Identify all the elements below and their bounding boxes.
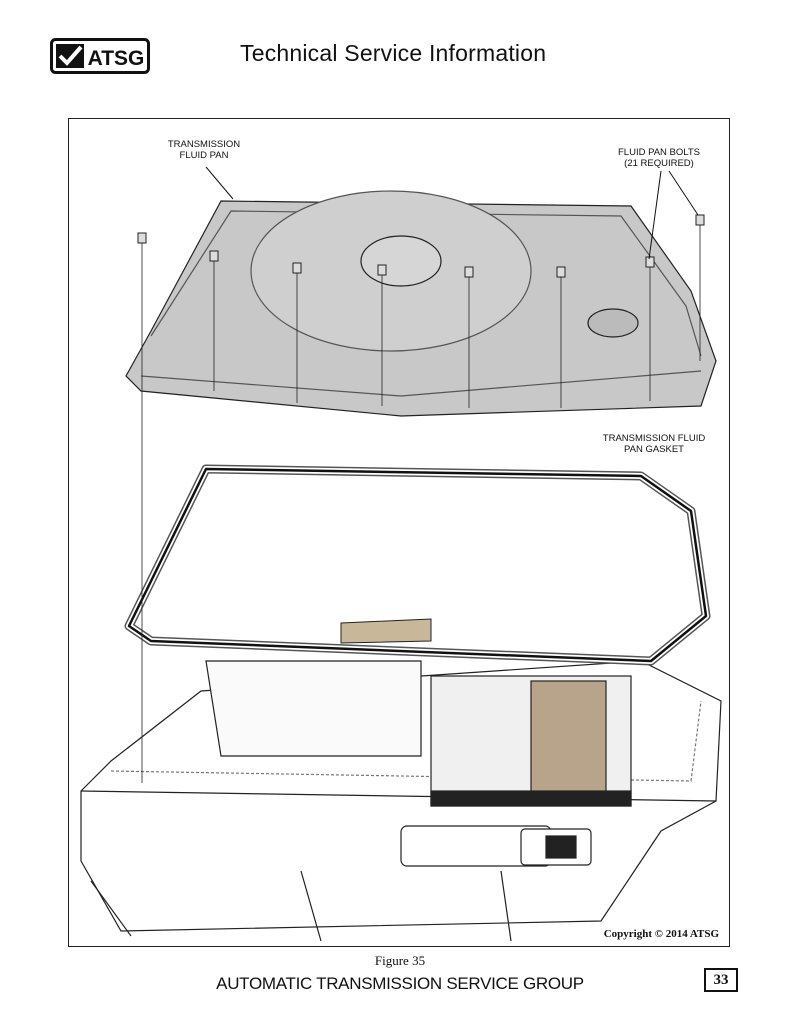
transmission-pan-illustration <box>80 166 722 942</box>
page-number: 33 <box>704 968 738 992</box>
label-fluid-pan-bolts: FLUID PAN BOLTS (21 REQUIRED) <box>618 147 700 169</box>
label-transmission-fluid-pan: TRANSMISSION FLUID PAN <box>167 139 241 161</box>
page-title: Technical Service Information <box>240 40 547 66</box>
svg-text:ATSG: ATSG <box>88 47 145 70</box>
label-pan-gasket: TRANSMISSION FLUID PAN GASKET <box>602 433 706 455</box>
atsg-logo: ATSG <box>50 38 150 74</box>
figure-frame: TRANSMISSION FLUID PAN FLUID PAN BOLTS (… <box>68 118 730 947</box>
footer-organization: AUTOMATIC TRANSMISSION SERVICE GROUP <box>216 974 584 993</box>
figure-caption: Figure 35 <box>374 953 426 968</box>
copyright-notice: Copyright © 2014 ATSG <box>603 928 719 940</box>
